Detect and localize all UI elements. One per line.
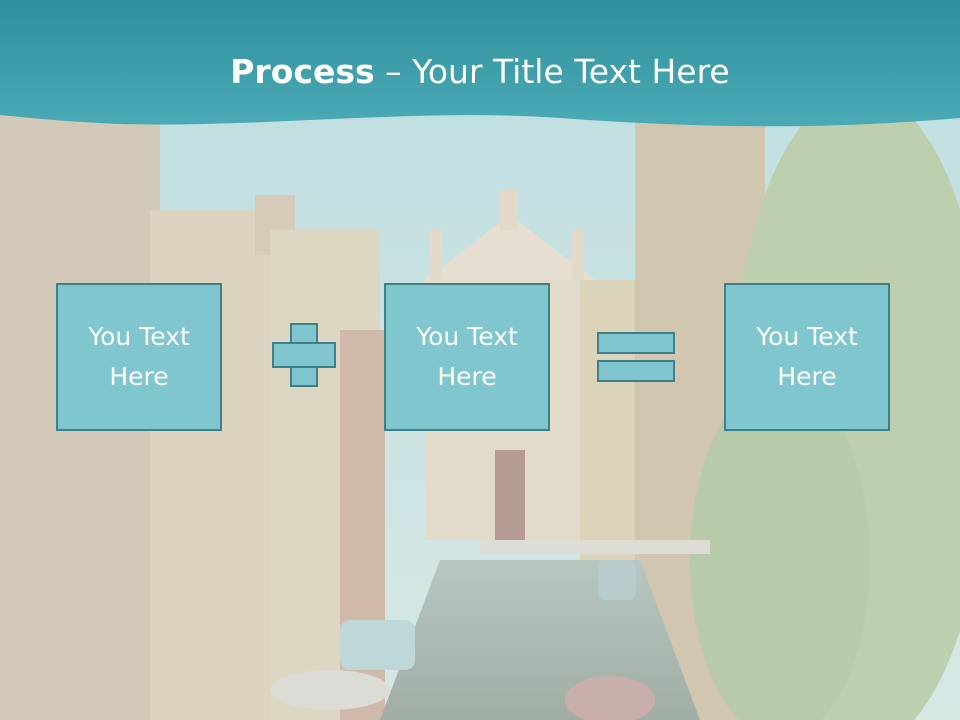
process-box-1-text: You Text Here [88, 322, 190, 391]
process-box-3-text: You Text Here [756, 322, 858, 391]
process-box-2-text: You Text Here [416, 322, 518, 391]
slide-title: Process – Your Title Text Here [0, 52, 960, 91]
process-box-2[interactable]: You Text Here [384, 283, 550, 431]
title-bold-text: Process [230, 52, 375, 91]
plus-icon-center [292, 344, 316, 366]
equals-icon-bottom-bar [597, 360, 675, 382]
equals-icon-top-bar [597, 332, 675, 354]
title-rest-text: – Your Title Text Here [374, 52, 730, 91]
process-box-1[interactable]: You Text Here [56, 283, 222, 431]
process-box-3[interactable]: You Text Here [724, 283, 890, 431]
title-banner [0, 0, 960, 127]
